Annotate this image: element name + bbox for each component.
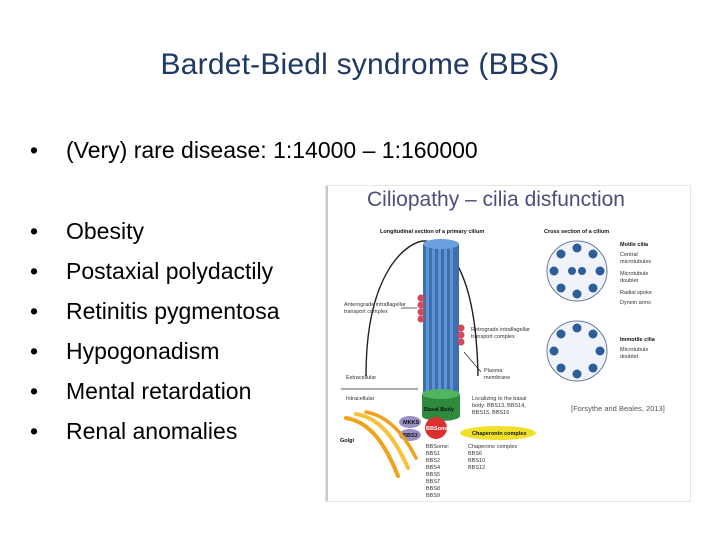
figure-left-border [326,186,328,501]
chaperonin-complex [460,426,536,440]
symptom-item: • Postaxial polydactily [30,258,273,285]
symptom-item: • Obesity [30,218,144,245]
central-microtubules-label: microtubules [620,259,651,265]
symptom-item: • Renal anomalies [30,418,237,445]
bbs3-label: BBS3 [403,433,418,439]
citation: [Forsythe and Beales, 2013] [571,404,665,413]
bullet-marker: • [30,218,39,244]
bullet-marker: • [30,137,39,163]
plasma-membrane-label-1: Plasma [484,368,503,374]
symptom-text: Retinitis pygmentosa [66,298,280,324]
retrograde-label-1: Retrograde intraflagellar [471,327,530,333]
localizing-label-2: body: BBS13, BBS14, [472,403,526,409]
longitudinal-section-label: Longitudinal section of a primary cilium [380,229,484,235]
bbsome-member: BBS5 [426,472,440,478]
intro-bullet-text: (Very) rare disease: 1:14000 – 1:160000 [66,137,478,163]
bbsome-member: BBS1 [426,451,440,457]
symptom-text: Mental retardation [66,378,252,404]
bullet-marker: • [30,338,39,364]
motile-cilia-label: Motile cilia [620,242,649,248]
anterograde-ift-particles [417,294,425,323]
basal-body-label: Basal Body [424,407,455,413]
cilium-shaft [423,239,459,402]
symptom-item: • Retinitis pygmentosa [30,298,280,325]
anterograde-label-2: transport complex [344,309,388,315]
immotile-microtubule-label: Microtubule [620,347,648,353]
chaperone-member: Chaperone complex [468,444,517,450]
symptom-text: Renal anomalies [66,418,238,444]
plasma-membrane-pointer [463,351,482,373]
localizing-label-1: Localizing to the basal [472,396,526,402]
plasma-membrane-label-2: membrane [484,375,510,381]
chaperone-member: BBS12 [468,465,485,471]
bbsome-member: BBS2 [426,458,440,464]
extracellular-label: Extracellular [346,375,376,381]
bullet-marker: • [30,418,39,444]
bbsome-member: BBS7 [426,479,440,485]
retrograde-ift-particles [457,324,465,346]
cross-section-label: Cross section of a cilium [544,229,609,235]
symptom-text: Postaxial polydactily [66,258,274,284]
slide-title: Bardet-Biedl syndrome (BBS) [160,48,560,81]
intracellular-label: Intracellular [346,396,375,402]
bbsome-members-list: BBSome: BBS1 BBS2 BBS4 BBS5 BBS7 BBS8 BB… [426,444,450,499]
doublet-label: doublet [620,278,639,284]
anterograde-label-1: Anterograde intraflagellar [344,302,406,308]
bbsome-member: BBS9 [426,493,440,499]
mkks-label: MKKS [403,420,420,426]
ciliopathy-figure: Ciliopathy – cilia disfunction Longitudi… [326,186,690,501]
basal-body [422,389,460,421]
golgi-label: Golgi [340,438,355,444]
retrograde-label-2: transport complex [471,334,515,340]
motile-cilium-cross-section [546,240,608,302]
localizing-label-3: BBS15, BBS16 [472,410,509,416]
bbsome-label: BBSome [426,426,449,432]
chaperonin-label: Chaperonin complex [472,431,527,437]
chaperone-member: BBS10 [468,458,485,464]
symptom-text: Obesity [66,218,144,244]
microtubule-label: Microtubule [620,271,648,277]
bullet-marker: • [30,298,39,324]
dynein-arms-label: Dynein arms [620,300,651,306]
symptom-item: • Hypogonadism [30,338,219,365]
symptom-text: Hypogonadism [66,338,220,364]
bbsome-member: BBS4 [426,465,440,471]
chaperone-member: BBS6 [468,451,482,457]
central-label: Central [620,252,638,258]
figure-title: Ciliopathy – cilia disfunction [367,188,625,211]
cilium-diagram: Longitudinal section of a primary cilium… [340,229,665,499]
bbsome-complex [399,416,447,441]
intro-bullet: • (Very) rare disease: 1:14000 – 1:160000 [30,137,478,164]
bbsome-member: BBS8 [426,486,440,492]
bullet-marker: • [30,258,39,284]
bullet-marker: • [30,378,39,404]
golgi-apparatus [344,410,418,478]
bbsome-member: BBSome: [426,444,450,450]
chaperone-members-list: Chaperone complex BBS6 BBS10 BBS12 [468,444,517,471]
radial-spoke-label: Radial spoke [620,290,652,296]
immotile-cilium-cross-section [546,320,608,382]
immotile-cilia-label: Immotile cilia [620,337,656,343]
immotile-doublet-label: doublet [620,354,639,360]
cell-membrane [365,240,479,377]
symptom-item: • Mental retardation [30,378,251,405]
